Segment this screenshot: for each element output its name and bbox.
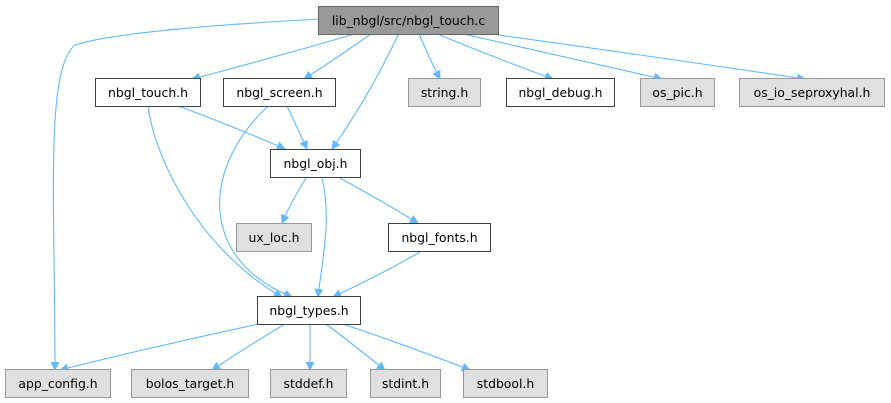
edge-nbgl-types-h-to-bolos-target-h — [211, 323, 286, 371]
edge-root-to-nbgl-touch-h — [191, 30, 366, 82]
node-nbgl-types-h[interactable]: nbgl_types.h — [257, 296, 361, 325]
node-nbgl-touch-c[interactable]: lib_nbgl/src/nbgl_touch.c — [318, 6, 499, 35]
node-ux-loc-h[interactable]: ux_loc.h — [236, 223, 312, 252]
edge-nbgl-touch-h-to-nbgl-obj-h — [177, 105, 286, 150]
edge-nbgl-obj-h-to-nbgl-types-h — [314, 177, 327, 298]
edge-nbgl-touch-h-to-nbgl-types-h — [147, 105, 283, 298]
node-stdbool-h[interactable]: stdbool.h — [463, 369, 548, 398]
node-string-h[interactable]: string.h — [408, 78, 481, 107]
node-nbgl-fonts-h[interactable]: nbgl_fonts.h — [388, 223, 491, 252]
edge-nbgl-screen-h-to-nbgl-types-h — [219, 105, 293, 299]
edge-root-to-string-h — [417, 30, 441, 80]
node-nbgl-screen-h[interactable]: nbgl_screen.h — [223, 78, 336, 107]
edge-root-to-nbgl-debug-h — [429, 30, 554, 81]
edges — [50, 18, 806, 373]
edge-root-to-app-config-h — [50, 18, 321, 371]
edge-nbgl-screen-h-to-nbgl-obj-h — [286, 105, 308, 150]
node-app-config-h[interactable]: app_config.h — [5, 369, 111, 398]
node-os-pic-h[interactable]: os_pic.h — [640, 78, 715, 107]
edge-nbgl-obj-h-to-nbgl-fonts-h — [339, 177, 419, 224]
node-nbgl-touch-h[interactable]: nbgl_touch.h — [95, 78, 201, 107]
node-bolos-target-h[interactable]: bolos_target.h — [131, 369, 249, 398]
edge-root-to-os-io-seproxyhal-h — [469, 30, 806, 83]
edge-nbgl-types-h-to-stdint-h — [325, 323, 386, 371]
node-nbgl-debug-h[interactable]: nbgl_debug.h — [506, 78, 615, 107]
node-stdint-h[interactable]: stdint.h — [370, 369, 441, 398]
edge-root-to-os-pic-h — [449, 30, 663, 82]
node-nbgl-obj-h[interactable]: nbgl_obj.h — [270, 149, 361, 178]
edge-nbgl-types-h-to-app-config-h — [59, 321, 269, 373]
node-stddef-h[interactable]: stddef.h — [270, 369, 347, 398]
node-os-io-seproxyhal-h[interactable]: os_io_seproxyhal.h — [739, 78, 885, 107]
edge-nbgl-types-h-to-stdbool-h — [342, 323, 471, 372]
edge-root-to-nbgl-obj-h — [331, 30, 401, 150]
edge-root-to-nbgl-screen-h — [303, 30, 376, 80]
edge-nbgl-obj-h-to-ux-loc-h — [281, 177, 307, 224]
edge-nbgl-fonts-h-to-nbgl-types-h — [332, 251, 421, 298]
